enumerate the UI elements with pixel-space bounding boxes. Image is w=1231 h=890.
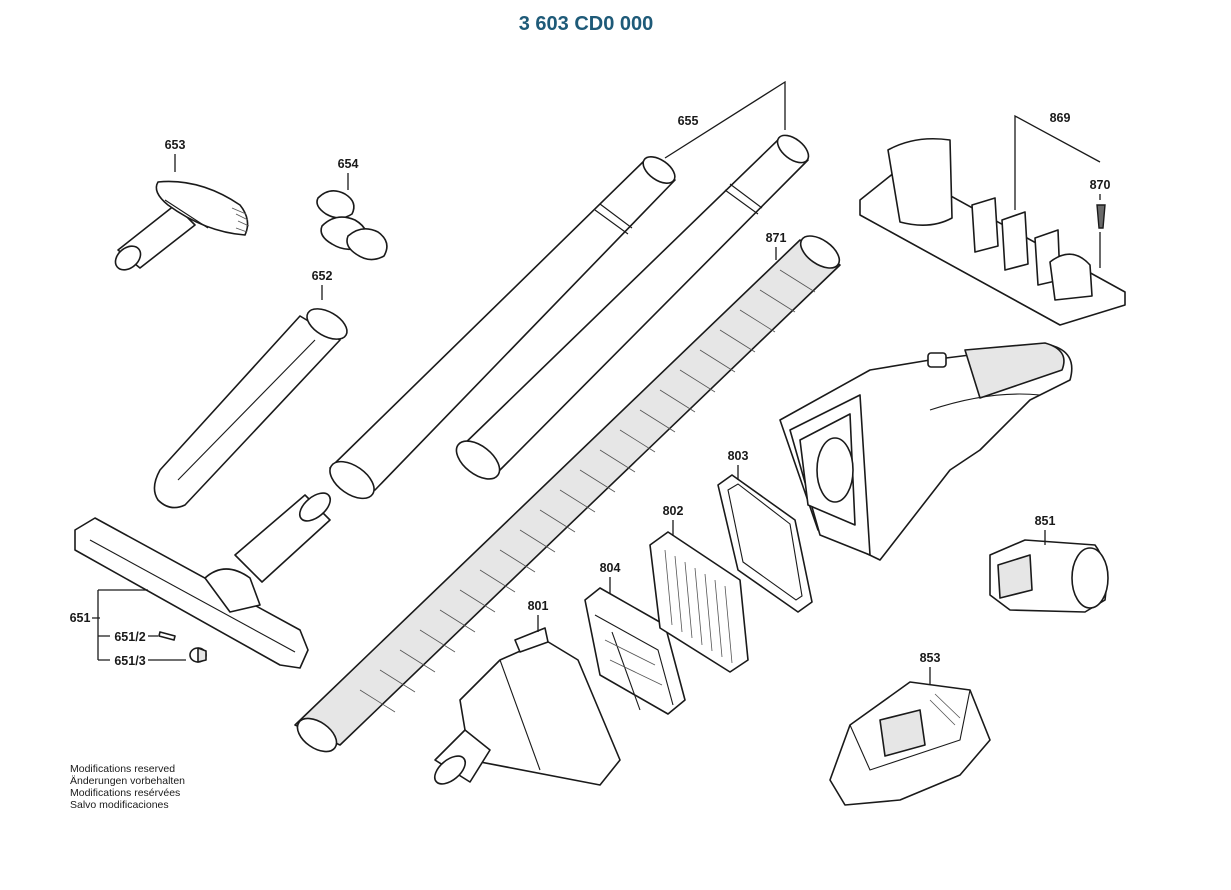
note-en: Modifications reserved (70, 763, 176, 775)
note-fr: Modifications resérvées (70, 787, 181, 799)
callout-655: 655 (678, 114, 699, 128)
part-853-charger (829, 681, 991, 806)
note-de: Änderungen vorbehalten (70, 775, 186, 787)
callout-871: 871 (766, 231, 787, 245)
callout-801: 801 (528, 599, 549, 613)
callout-853: 853 (920, 651, 941, 665)
part-869-holder (859, 137, 1126, 326)
part-802-pleated-filter (649, 531, 749, 673)
part-804-filter (584, 587, 686, 715)
part-652-crevice-nozzle (153, 308, 348, 509)
part-651-2-pin (158, 631, 176, 641)
vacuum-body (779, 342, 1073, 561)
part-651-3-cap (189, 647, 207, 663)
callout-651-3: 651/3 (114, 654, 145, 668)
part-803-seal (717, 474, 813, 613)
callout-851: 851 (1035, 514, 1056, 528)
part-851-battery (989, 539, 1109, 613)
callout-803: 803 (728, 449, 749, 463)
part-870-screw (1096, 204, 1106, 229)
callout-653: 653 (165, 138, 186, 152)
callout-802: 802 (663, 504, 684, 518)
part-654-clip (316, 190, 388, 261)
part-651-floor-nozzle (74, 492, 332, 669)
callout-869: 869 (1050, 111, 1071, 125)
note-es: Salvo modificaciones (70, 799, 169, 811)
part-801-filter-housing (433, 627, 621, 786)
part-871-hose (294, 235, 841, 753)
part-655-extension-tubes (329, 134, 810, 500)
callout-651-2: 651/2 (114, 630, 145, 644)
callout-654: 654 (338, 157, 359, 171)
callout-651: 651 (70, 611, 91, 625)
modification-notes: Modifications reserved Änderungen vorbeh… (70, 763, 185, 811)
part-653-nozzle (114, 180, 250, 271)
callout-870: 870 (1090, 178, 1111, 192)
diagram-title: 3 603 CD0 000 (519, 13, 654, 35)
callout-804: 804 (600, 561, 621, 575)
callout-652: 652 (312, 269, 333, 283)
